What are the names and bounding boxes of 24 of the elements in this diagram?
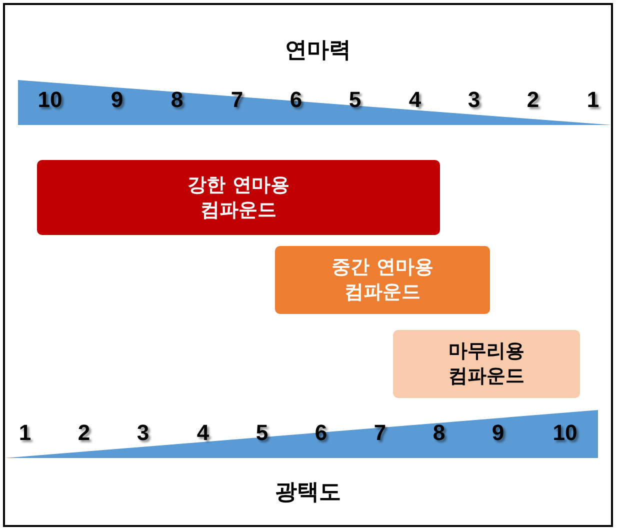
scale-number: 10 — [38, 87, 62, 113]
scale-number: 8 — [170, 87, 184, 113]
bar-label: 마무리용 컴파운드 — [448, 339, 526, 389]
bar-label: 중간 연마용 컴파운드 — [330, 255, 434, 305]
scale-number: 9 — [110, 87, 124, 113]
scale-number: 5 — [348, 87, 362, 113]
scale-title: 연마력 — [285, 37, 351, 65]
scale-title: 광택도 — [275, 479, 341, 507]
scale-number: 8 — [432, 420, 446, 446]
scale-number: 7 — [374, 420, 386, 446]
bar-label: 강한 연마용 컴파운드 — [186, 172, 290, 222]
compound-bar — [37, 160, 440, 235]
scale-number: 4 — [408, 87, 422, 113]
scale-number: 1 — [586, 87, 600, 113]
scale-number: 3 — [468, 87, 480, 113]
scale-number: 9 — [492, 420, 504, 446]
scale-number: 4 — [196, 420, 210, 446]
scale-number: 3 — [136, 420, 150, 446]
scale-number: 10 — [552, 420, 578, 446]
scale-number: 2 — [78, 420, 90, 446]
compound-bar — [275, 246, 490, 314]
compound-bar — [393, 330, 580, 398]
scale-number: 2 — [526, 87, 540, 113]
scale-number: 1 — [18, 420, 32, 446]
